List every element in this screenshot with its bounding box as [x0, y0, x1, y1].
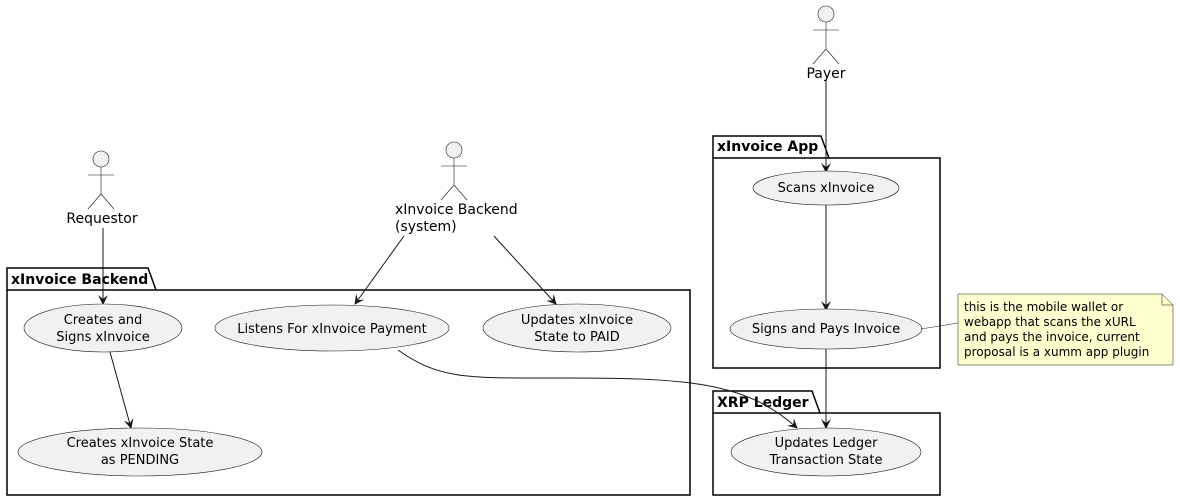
note-line4: proposal is a xumm app plugin [964, 345, 1149, 359]
usecase-text-line2: State to PAID [534, 330, 619, 345]
usecase-text-line1: Creates xInvoice State [67, 436, 214, 451]
actor-label-backend-line2: (system) [395, 219, 457, 235]
package-title-app: xInvoice App [717, 139, 818, 155]
package-xinvoice-app: xInvoice App [712, 135, 941, 369]
usecase-updates-ledger-state: Updates Ledger Transaction State [730, 427, 922, 477]
actor-payer: Payer [806, 5, 846, 82]
edges [98, 80, 831, 429]
usecase-text: Signs and Pays Invoice [752, 322, 900, 337]
package-title-ledger: XRP Ledger [717, 395, 809, 411]
note-line1: this is the mobile wallet or [964, 300, 1123, 314]
usecase-text-line1: Updates Ledger [775, 436, 879, 451]
note-line2: webapp that scans the xURL [964, 315, 1136, 329]
edge-creates-signs-creates-state [109, 351, 134, 429]
actor-label-requestor: Requestor [66, 211, 137, 227]
usecase-text-line2: as PENDING [101, 453, 179, 468]
usecase-listens-for-payment: Listens For xInvoice Payment [214, 304, 450, 352]
usecase-text: Scans xInvoice [778, 181, 875, 196]
edge-system-updates-state [493, 235, 557, 305]
package-title-backend: xInvoice Backend [11, 272, 148, 288]
actor-requestor: Requestor [66, 150, 138, 227]
package-xrp-ledger: XRP Ledger [712, 390, 941, 496]
usecase-scans-xinvoice: Scans xInvoice [752, 170, 900, 206]
usecase-text-line2: Transaction State [769, 453, 883, 468]
usecase-signs-and-pays: Signs and Pays Invoice [729, 308, 923, 350]
usecase-text: Listens For xInvoice Payment [237, 322, 427, 337]
usecase-text-line1: Creates and [64, 313, 143, 328]
package-xinvoice-backend: xInvoice Backend [6, 267, 691, 496]
actor-xinvoice-backend-system: xInvoice Backend (system) [395, 141, 518, 235]
usecase-creates-state-pending: Creates xInvoice State as PENDING [17, 427, 263, 477]
usecase-creates-and-signs: Creates and Signs xInvoice [23, 303, 183, 353]
usecase-text-line1: Updates xInvoice [521, 313, 633, 328]
usecase-updates-state-paid: Updates xInvoice State to PAID [482, 303, 672, 353]
usecase-text-line2: Signs xInvoice [56, 330, 149, 345]
edge-listens-ledger [397, 349, 798, 429]
edge-system-listens [354, 235, 405, 305]
actor-head-icon [92, 150, 110, 168]
actor-head-icon [817, 5, 835, 23]
note-line3: and pays the invoice, current [964, 330, 1140, 344]
actor-head-icon [445, 141, 463, 159]
note-mobile-wallet: this is the mobile wallet or webapp that… [920, 293, 1174, 366]
actor-label-backend-line1: xInvoice Backend [395, 202, 518, 218]
actor-label-payer: Payer [806, 66, 845, 82]
